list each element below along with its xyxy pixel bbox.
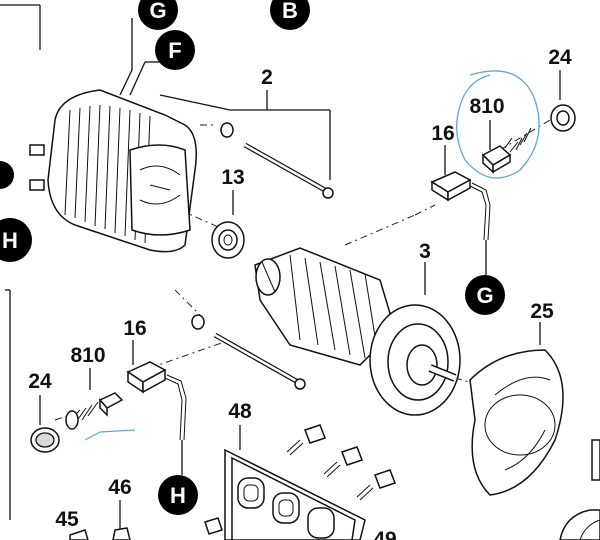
label-810-top: 810 — [469, 95, 504, 118]
plate — [224, 448, 366, 540]
callout-f: F — [155, 30, 195, 70]
svg-text:H: H — [170, 483, 186, 508]
callout-h-bottom: H — [158, 475, 198, 515]
small-screw-1 — [286, 424, 326, 456]
label-46: 46 — [108, 476, 131, 499]
brush-holder-bottom — [126, 361, 187, 441]
page-frame — [0, 4, 41, 520]
svg-text:B: B — [282, 0, 298, 23]
brush-cap-bottom — [30, 427, 60, 453]
label-3: 3 — [419, 240, 431, 263]
label-13: 13 — [221, 166, 244, 189]
label-45: 45 — [55, 508, 79, 531]
carbon-brush-bottom — [65, 392, 124, 430]
leader-lines — [39, 18, 561, 530]
label-24-bottom: 24 — [28, 370, 52, 393]
brush-holder-top — [430, 171, 491, 241]
svg-text:G: G — [149, 0, 166, 23]
armature — [254, 247, 461, 416]
fan-baffle — [469, 349, 564, 496]
svg-text:G: G — [476, 283, 493, 308]
label-25: 25 — [530, 300, 554, 323]
label-16-top: 16 — [431, 122, 454, 145]
callout-e-partial — [0, 161, 14, 189]
label-24-top: 24 — [548, 46, 572, 69]
corner-part — [559, 439, 600, 540]
svg-text:H: H — [2, 228, 18, 253]
annotation-circle — [456, 70, 540, 179]
annotation-stroke — [84, 429, 136, 441]
stator-housing — [29, 89, 197, 253]
callout-g-top: G — [138, 0, 178, 30]
carbon-brush-top — [481, 127, 532, 174]
small-screw-3 — [356, 469, 396, 501]
callout-h-left: H — [0, 218, 32, 262]
small-screw-2 — [323, 446, 363, 478]
small-screw-4 — [204, 517, 223, 535]
screw-bottom — [191, 314, 306, 390]
label-2: 2 — [261, 66, 273, 89]
label-48: 48 — [228, 400, 252, 423]
svg-text:F: F — [168, 38, 181, 63]
label-16-bottom: 16 — [123, 317, 146, 340]
label-49: 49 — [373, 528, 396, 540]
brush-cap-top — [550, 104, 576, 132]
small-part-46 — [112, 527, 131, 540]
callout-b-top: B — [270, 0, 310, 30]
small-part-45 — [69, 529, 89, 540]
bearing-13 — [211, 221, 245, 259]
label-810-bottom: 810 — [70, 344, 105, 367]
screw-top — [220, 122, 334, 199]
callout-g-mid: G — [465, 275, 505, 315]
